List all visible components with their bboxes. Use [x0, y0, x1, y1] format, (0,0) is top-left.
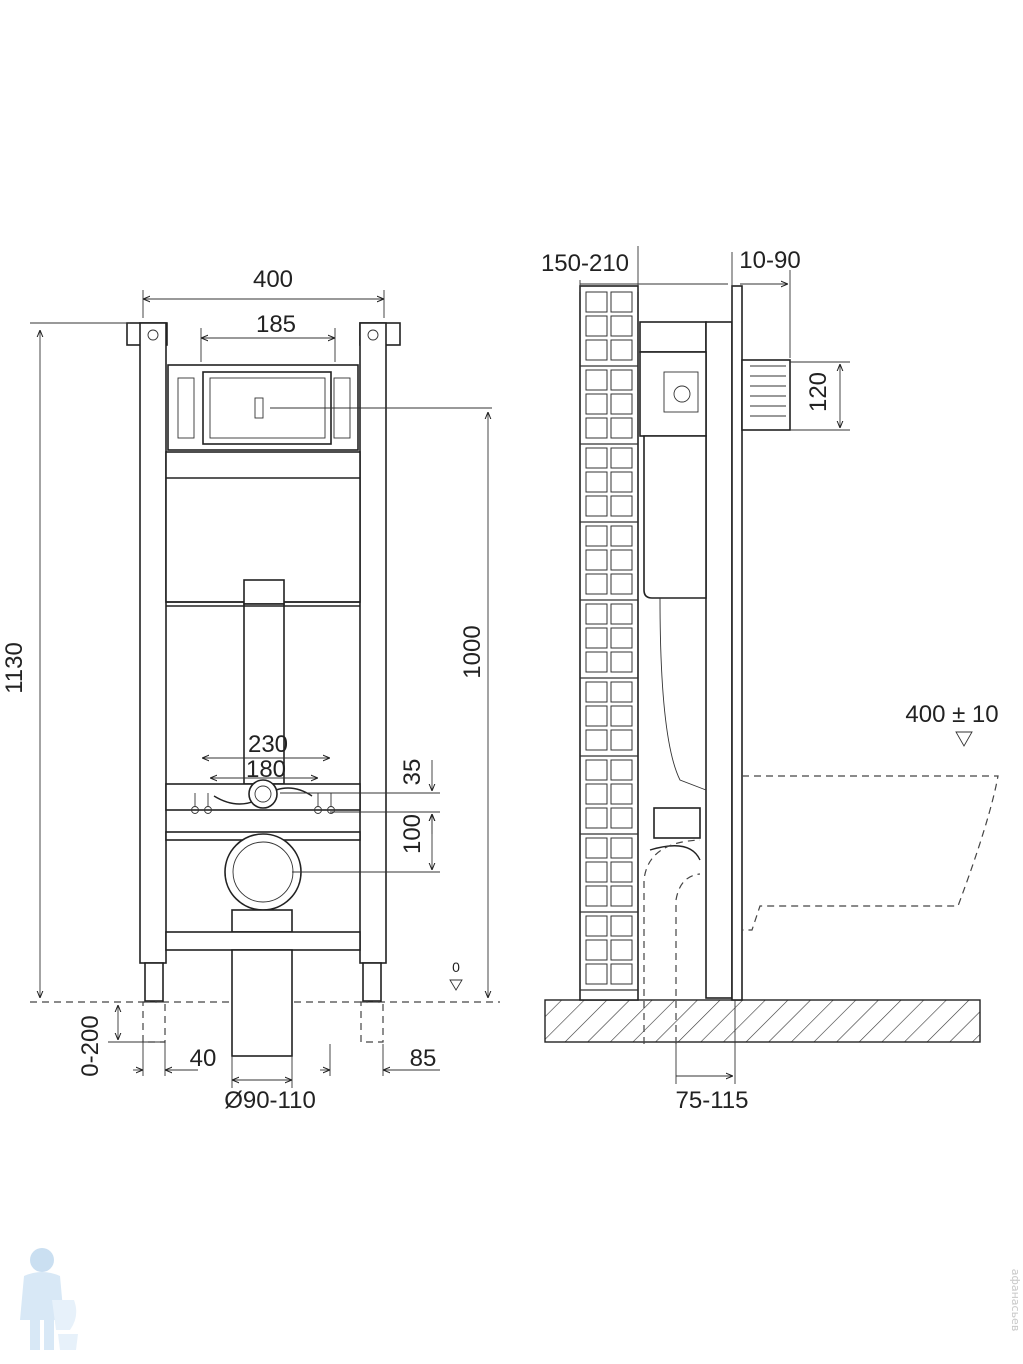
- wall-block: [585, 915, 608, 937]
- wall-block: [585, 705, 608, 727]
- wall-block: [585, 549, 608, 571]
- wall-block: [585, 861, 608, 883]
- side-cistern: [643, 435, 707, 599]
- dim-leg-adjust: 0-200: [77, 1015, 104, 1076]
- wall-block: [585, 573, 608, 595]
- dim-drain-distance: 75-115: [676, 1087, 749, 1114]
- wall-block: [585, 885, 608, 907]
- dim-drain-offset: 100: [399, 814, 426, 854]
- frame-upright-right: [359, 322, 387, 964]
- wall-block: [585, 627, 608, 649]
- wall-block: [585, 291, 608, 313]
- wall-block: [610, 759, 633, 781]
- wall-block: [585, 651, 608, 673]
- flush-outlet: [248, 779, 278, 809]
- wall-block: [585, 783, 608, 805]
- dim-flush-plate-width: 185: [256, 311, 296, 338]
- wall-block: [585, 525, 608, 547]
- wall-block: [610, 603, 633, 625]
- dim-bolt-offset-top: 35: [399, 759, 426, 786]
- foot-left: [144, 962, 164, 1002]
- watermark-text: афанасьев: [1009, 1269, 1022, 1332]
- dim-inlet-height: 120: [805, 372, 832, 412]
- side-frame: [705, 321, 733, 999]
- wall-block: [610, 339, 633, 361]
- wall-block: [585, 417, 608, 439]
- wall-block: [610, 807, 633, 829]
- wall-block: [585, 315, 608, 337]
- water-inlet: [741, 359, 791, 431]
- bottom-crossbar: [165, 931, 361, 951]
- toilet-bowl-outline: [742, 775, 999, 931]
- wall-block: [610, 315, 633, 337]
- wall-block: [585, 963, 608, 985]
- cistern: [165, 451, 361, 603]
- dim-leg-offset-right: 85: [410, 1045, 437, 1072]
- floor-slab: [544, 999, 981, 1043]
- cover-panel: [731, 285, 743, 1001]
- wall-block: [585, 603, 608, 625]
- wall-block: [585, 807, 608, 829]
- wall-block: [610, 393, 633, 415]
- wall-block: [610, 627, 633, 649]
- wall-block: [585, 369, 608, 391]
- wall-block: [610, 939, 633, 961]
- wall-block: [610, 471, 633, 493]
- wall-block: [610, 861, 633, 883]
- side-view: 150-210 10-90 120 400 ± 10 75-115: [541, 246, 999, 1114]
- wall-block: [585, 939, 608, 961]
- wall-block: [585, 495, 608, 517]
- front-view: 400 185 1130 1000 230 180 35 100 0: [1, 266, 500, 1114]
- wall-block: [610, 573, 633, 595]
- wall-block: [610, 651, 633, 673]
- dim-leg-offset-left: 40: [190, 1045, 217, 1072]
- wall-block: [585, 729, 608, 751]
- wall-block: [610, 447, 633, 469]
- wall-block: [610, 369, 633, 391]
- brick-pattern: [580, 291, 638, 991]
- wall-block: [610, 417, 633, 439]
- wall-block: [610, 783, 633, 805]
- wall-block: [585, 837, 608, 859]
- dim-bolt-spacing-inner: 180: [246, 756, 286, 783]
- wall-block: [585, 447, 608, 469]
- dim-width-frame: 400: [253, 266, 293, 293]
- frame-upright-left: [139, 322, 167, 964]
- wall-block: [610, 495, 633, 517]
- wall-block: [610, 681, 633, 703]
- flush-pipe: [243, 603, 285, 785]
- wall-block: [610, 885, 633, 907]
- drain-elbow: [224, 833, 302, 911]
- dim-drain-diameter: Ø90-110: [224, 1087, 316, 1114]
- foot-right: [362, 962, 382, 1002]
- wall-block: [585, 393, 608, 415]
- dim-wall-thickness: 150-210: [541, 250, 629, 277]
- floor-level-mark: 0: [452, 959, 460, 975]
- wall-block: [585, 681, 608, 703]
- plumber-logo: [20, 1248, 78, 1350]
- drain-pipe: [231, 949, 293, 1057]
- wall-block: [610, 705, 633, 727]
- dim-flush-plate-height: 1000: [459, 625, 486, 678]
- wall-block: [610, 291, 633, 313]
- wall-block: [610, 837, 633, 859]
- wall-block: [610, 549, 633, 571]
- wall-block: [585, 471, 608, 493]
- dim-bolt-spacing-outer: 230: [248, 731, 288, 758]
- wall-block: [610, 915, 633, 937]
- wall-block: [610, 729, 633, 751]
- dim-panel-thickness: 10-90: [739, 247, 800, 274]
- wall-block: [585, 339, 608, 361]
- wall-block: [610, 963, 633, 985]
- wall-block: [610, 525, 633, 547]
- dim-total-height: 1130: [1, 642, 28, 694]
- dim-bowl-height: 400 ± 10: [905, 701, 998, 728]
- wall-block: [585, 759, 608, 781]
